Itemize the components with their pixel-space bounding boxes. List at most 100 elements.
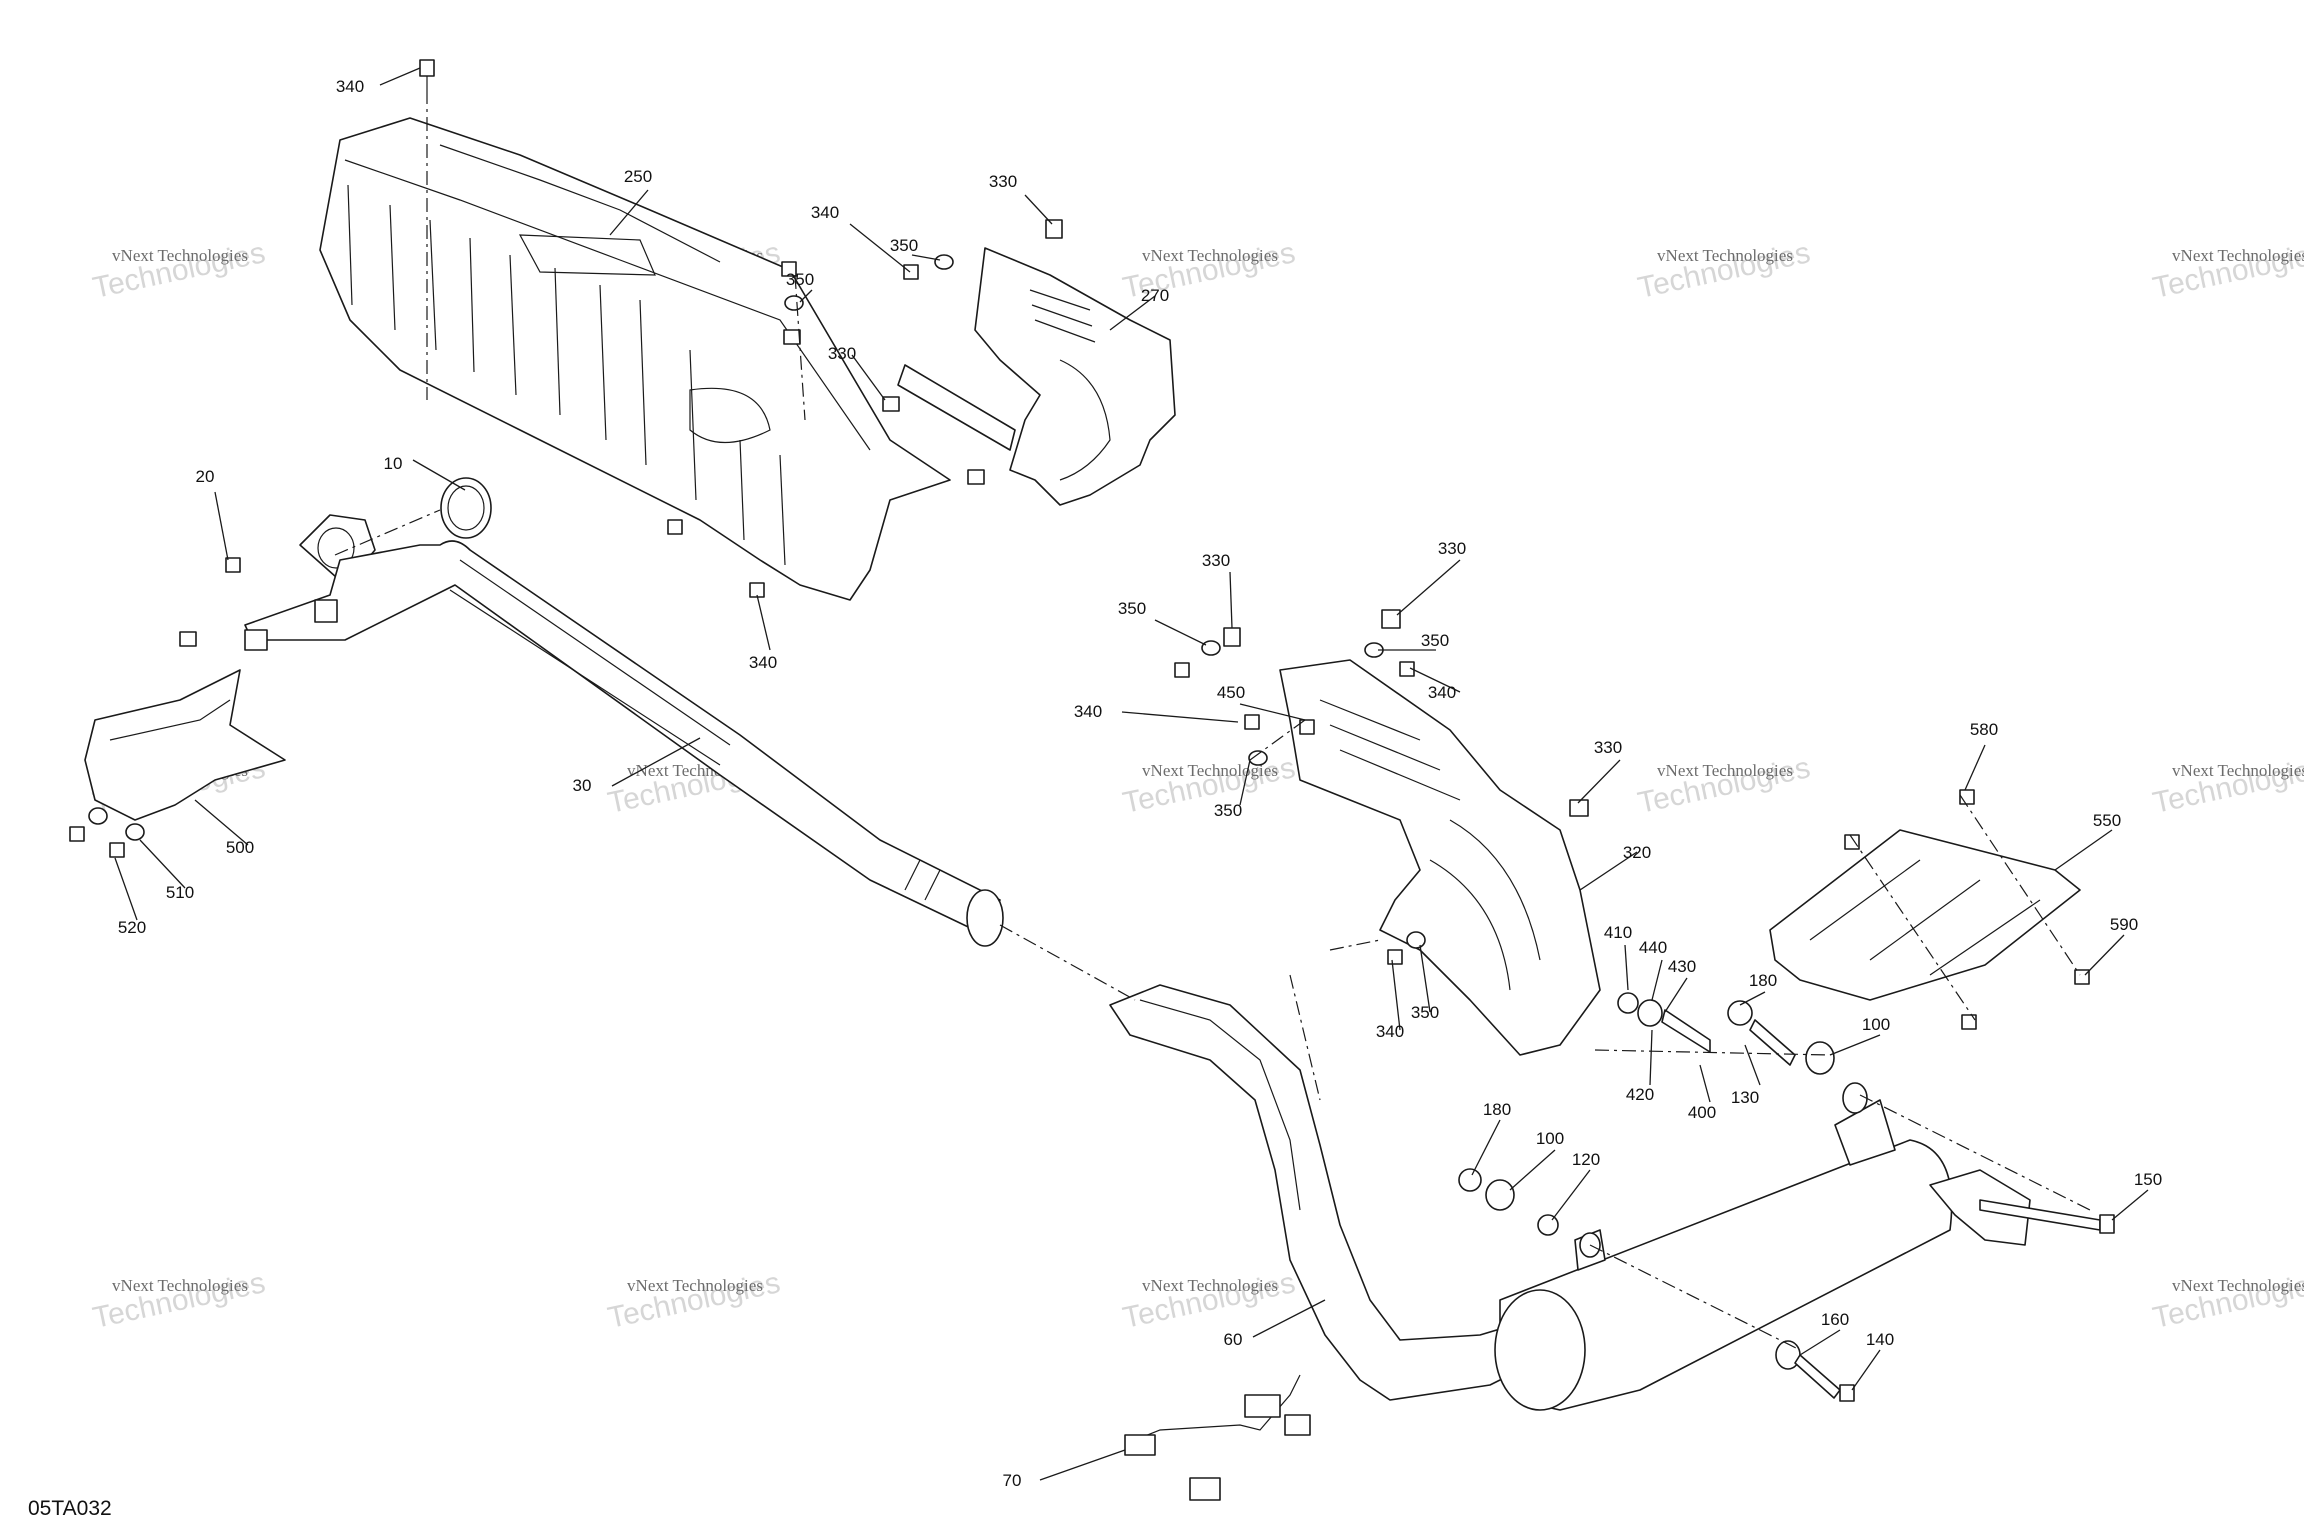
part-callout-340: 340	[749, 653, 777, 672]
part-callout-100: 100	[1862, 1015, 1890, 1034]
part-callout-350: 350	[1214, 801, 1242, 820]
svg-text:vNext Technologies: vNext Technologies	[2172, 761, 2304, 780]
leader-line	[1229, 571, 1233, 629]
part-callout-400: 400	[1688, 1103, 1716, 1122]
part-callout-430: 430	[1668, 957, 1696, 976]
leader-line	[1829, 1034, 1881, 1056]
leader-line	[1024, 194, 1053, 225]
heat-shield-small-part	[84, 669, 286, 821]
part-callout-180: 180	[1749, 971, 1777, 990]
part-callout-500: 500	[226, 838, 254, 857]
part-callout-520: 520	[118, 918, 146, 937]
leader-line	[2111, 1189, 2149, 1221]
part-callout-20: 20	[196, 467, 215, 486]
svg-text:vNext Technologies: vNext Technologies	[1142, 246, 1278, 265]
leader-line	[609, 189, 649, 236]
leader-line	[379, 67, 421, 86]
part-callout-330: 330	[989, 172, 1017, 191]
gasket-ring-part	[440, 477, 492, 539]
part-callout-450: 450	[1217, 683, 1245, 702]
leader-line	[1651, 959, 1663, 1001]
leader-line	[1851, 1349, 1881, 1391]
part-callout-340: 340	[336, 77, 364, 96]
heat-shield-270-part	[974, 247, 1176, 506]
leader-line	[1664, 977, 1688, 1013]
leader-line	[214, 491, 229, 561]
part-callout-350: 350	[1421, 631, 1449, 650]
svg-text:vNext Technologies: vNext Technologies	[1142, 761, 1278, 780]
leader-line	[756, 594, 771, 651]
leader-line	[139, 839, 186, 889]
leader-line	[2084, 934, 2125, 976]
heat-shield-upper-part	[319, 117, 951, 601]
leader-line	[1624, 944, 1629, 991]
leader-line	[1396, 559, 1461, 616]
part-callout-150: 150	[2134, 1170, 2162, 1189]
part-callout-330: 330	[1438, 539, 1466, 558]
leader-line	[1239, 703, 1306, 721]
leader-line	[114, 857, 138, 921]
leader-line	[1739, 991, 1766, 1006]
leader-line	[1699, 1064, 1711, 1103]
leader-line	[1799, 1329, 1841, 1356]
part-callout-440: 440	[1639, 938, 1667, 957]
leader-line	[799, 289, 813, 303]
leader-line	[1419, 944, 1431, 1013]
part-callout-330: 330	[1594, 738, 1622, 757]
part-callout-140: 140	[1866, 1330, 1894, 1349]
leader-line	[194, 799, 249, 846]
part-callout-160: 160	[1821, 1310, 1849, 1329]
svg-text:vNext Technologies: vNext Technologies	[1142, 1276, 1278, 1295]
svg-text:vNext Technologies: vNext Technologies	[112, 246, 248, 265]
svg-text:vNext Technologies: vNext Technologies	[2172, 246, 2304, 265]
leader-line	[1577, 759, 1621, 804]
leader-line	[2054, 829, 2113, 871]
part-callout-30: 30	[573, 776, 592, 795]
part-callout-340: 340	[1376, 1022, 1404, 1041]
part-callout-340: 340	[1428, 683, 1456, 702]
part-callout-350: 350	[1411, 1003, 1439, 1022]
part-callout-130: 130	[1731, 1088, 1759, 1107]
muffler-part	[1494, 1082, 2031, 1411]
part-callout-340: 340	[811, 203, 839, 222]
part-callout-330: 330	[828, 344, 856, 363]
part-callout-70: 70	[1003, 1471, 1022, 1490]
leader-line	[1964, 744, 1986, 791]
part-callout-100: 100	[1536, 1129, 1564, 1148]
part-callout-120: 120	[1572, 1150, 1600, 1169]
part-callout-340: 340	[1074, 702, 1102, 721]
part-callout-550: 550	[2093, 811, 2121, 830]
leader-line	[1409, 667, 1461, 693]
part-callout-320: 320	[1623, 843, 1651, 862]
centerline-group	[334, 90, 2091, 1351]
figure-code-label: 05TA032	[28, 1497, 112, 1520]
part-callout-350: 350	[786, 270, 814, 289]
part-callout-510: 510	[166, 883, 194, 902]
leader-line	[851, 354, 886, 401]
leader-line	[1649, 1029, 1653, 1086]
leader-line-group	[114, 67, 2149, 1481]
exhaust-pipe-front-part	[244, 514, 1004, 947]
part-callout-60: 60	[1224, 1330, 1243, 1349]
leader-line	[1471, 1119, 1501, 1176]
part-callout-410: 410	[1604, 923, 1632, 942]
callout-label-group: 1020306070100100120130140150160180180250…	[118, 77, 2162, 1490]
leader-line	[1579, 851, 1638, 891]
oxygen-sensor-part	[1124, 1374, 1311, 1501]
leader-line	[611, 737, 701, 787]
mounting-bracket-strip-part	[897, 364, 1016, 451]
svg-text:vNext Technologies: vNext Technologies	[1657, 246, 1793, 265]
leader-line	[1551, 1169, 1591, 1221]
part-callout-350: 350	[890, 236, 918, 255]
